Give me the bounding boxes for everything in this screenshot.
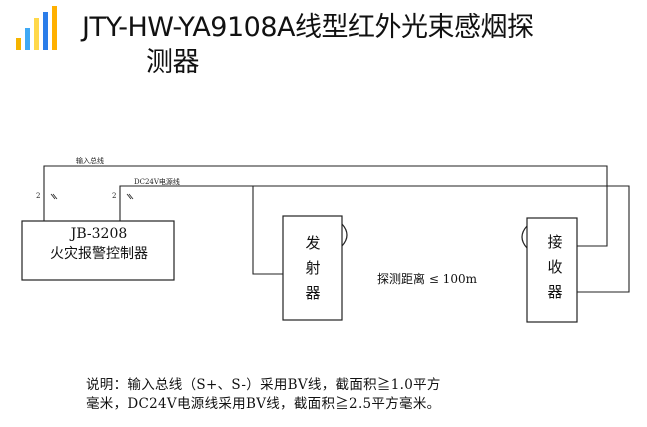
transmitter-char: 器 [305, 284, 321, 302]
note-line-1: 说明：输入总线（S+、S-）采用BV线，截面积≧1.0平方 [86, 377, 441, 393]
controller-label: JB-3208 火灾报警控制器 [24, 224, 174, 264]
controller-model: JB-3208 [70, 226, 128, 242]
receiver-char: 收 [547, 258, 563, 276]
transmitter-power-branch [252, 186, 283, 275]
title-line-2: 测器 [146, 47, 200, 78]
power-line-label: DC24V电源线 [134, 178, 180, 186]
transmitter-char: 发 [305, 234, 321, 252]
power-line [119, 185, 630, 293]
detection-distance: 探测距离 ≤ 100m [377, 272, 477, 286]
transmitter-label: 发 射 器 [298, 231, 328, 306]
installation-note: 说明：输入总线（S+、S-）采用BV线，截面积≧1.0平方 毫米，DC24V电源… [86, 376, 586, 414]
page-title: JTY-HW-YA9108A线型红外光束感烟探 测器 [82, 10, 642, 80]
receiver-char: 接 [547, 233, 563, 251]
receiver-label: 接 收 器 [540, 230, 570, 305]
bus-wire-count: 2 [36, 192, 41, 200]
note-line-2: 毫米，DC24V电源线采用BV线，截面积≧2.5平方毫米。 [86, 396, 441, 412]
receiver-lens [521, 225, 528, 249]
power-wire-count: 2 [112, 192, 117, 200]
receiver-char: 器 [547, 283, 563, 301]
bar-chart-logo-icon [16, 6, 57, 50]
transmitter-lens [341, 223, 348, 247]
title-line-1: JTY-HW-YA9108A线型红外光束感烟探 [82, 12, 534, 43]
transmitter-box [282, 215, 343, 321]
controller-box [21, 220, 175, 281]
controller-name: 火灾报警控制器 [50, 246, 148, 262]
transmitter-char: 射 [305, 259, 321, 277]
receiver-box [526, 217, 578, 323]
input-bus-label: 输入总线 [76, 157, 104, 165]
input-bus-line [43, 165, 608, 247]
